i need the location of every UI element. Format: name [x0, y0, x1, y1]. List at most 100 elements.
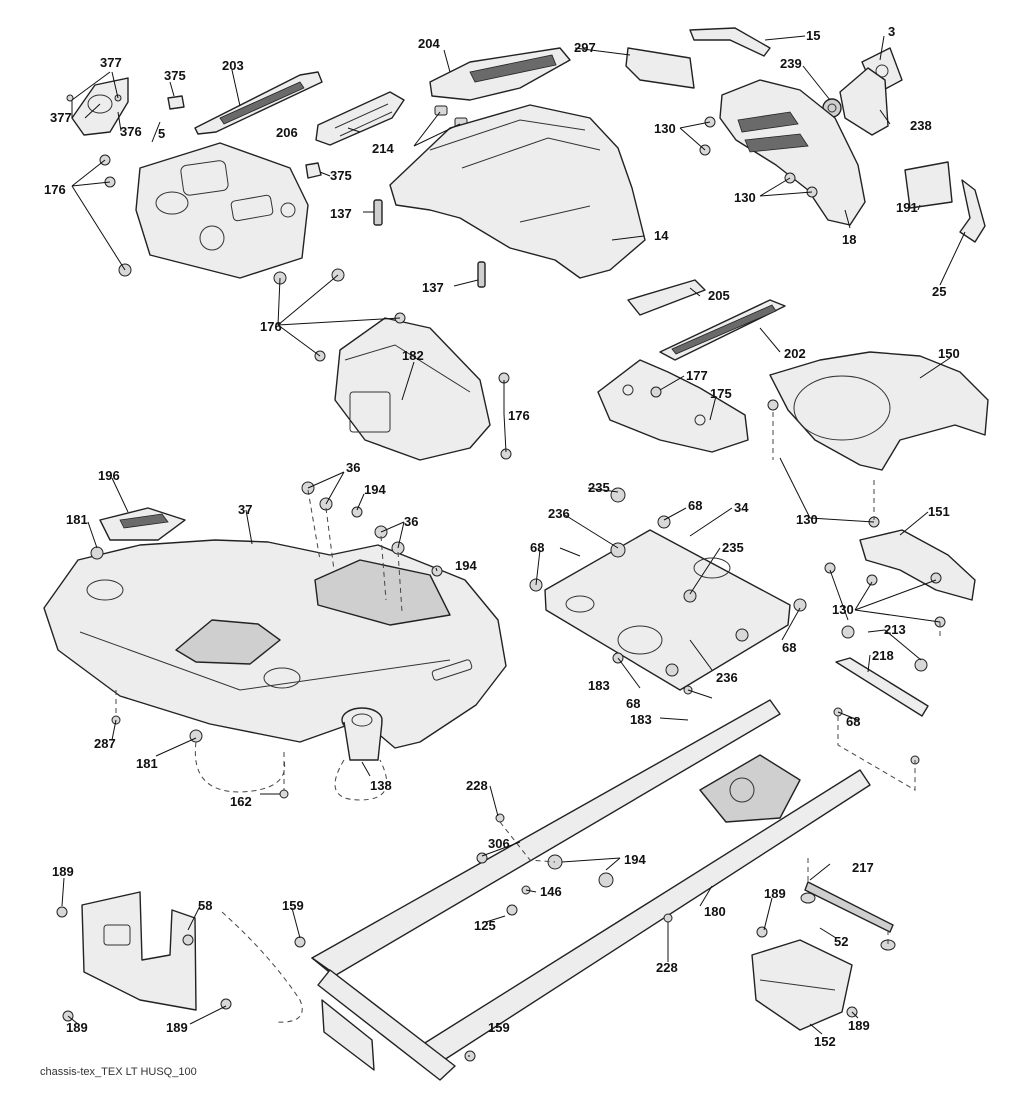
callout: 15	[806, 28, 820, 43]
part-plate-196	[99, 507, 186, 541]
callout: 36	[346, 460, 360, 475]
part-pan-150	[769, 351, 989, 471]
callout: 138	[370, 778, 392, 793]
part-bumper-18	[719, 79, 866, 226]
callout: 151	[928, 504, 950, 519]
part-curve-25	[959, 179, 986, 243]
callout: 239	[780, 56, 802, 71]
callout: 203	[222, 58, 244, 73]
callout: 202	[784, 346, 806, 361]
part-dash-panel-5	[135, 142, 309, 279]
callout: 14	[654, 228, 669, 243]
callout: 217	[852, 860, 874, 875]
callout: 68	[782, 640, 796, 655]
callout: 181	[136, 756, 158, 771]
callout: 159	[282, 898, 304, 913]
callout: 176	[260, 319, 282, 334]
part-block-191	[904, 161, 953, 209]
callout: 194	[455, 558, 477, 573]
part-vent-206	[315, 91, 405, 146]
part-frame-180	[311, 699, 871, 1081]
callout: 297	[574, 40, 596, 55]
callout: 377	[50, 110, 72, 125]
callout: 235	[722, 540, 744, 555]
callout: 182	[402, 348, 424, 363]
callout: 180	[704, 904, 726, 919]
callout: 376	[120, 124, 142, 139]
callout: 68	[688, 498, 702, 513]
callout: 68	[626, 696, 640, 711]
part-strip-15	[689, 27, 771, 57]
callout: 206	[276, 125, 298, 140]
part-bracket-58	[81, 891, 197, 1011]
callout: 183	[630, 712, 652, 727]
callout: 228	[656, 960, 678, 975]
callout: 189	[66, 1020, 88, 1035]
callout: 213	[884, 622, 906, 637]
callout: 37	[238, 502, 252, 517]
callout: 34	[734, 500, 749, 515]
callout: 189	[52, 864, 74, 879]
callout: 238	[910, 118, 932, 133]
callout: 214	[372, 141, 394, 156]
callout: 183	[588, 678, 610, 693]
part-shield-152	[751, 939, 853, 1031]
diagram-caption: chassis-tex_TEX LT HUSQ_100	[40, 1066, 197, 1078]
callout: 189	[166, 1020, 188, 1035]
part-bracket-151	[859, 529, 976, 601]
part-console-182	[334, 317, 491, 461]
callout: 68	[530, 540, 544, 555]
callout: 377	[100, 55, 122, 70]
callout: 236	[548, 506, 570, 521]
callout: 306	[488, 836, 510, 851]
part-rod-217	[800, 881, 896, 951]
callout: 5	[158, 126, 165, 141]
callout: 130	[796, 512, 818, 527]
callout: 177	[686, 368, 708, 383]
callout-labels: 377 375 203 204 297 15 3 239 377 376 5 2…	[44, 24, 960, 1049]
part-panel-238	[839, 67, 889, 136]
part-boot-138	[341, 707, 383, 761]
callout: 235	[588, 480, 610, 495]
callout: 146	[540, 884, 562, 899]
part-fender-37	[43, 539, 507, 749]
callout: 25	[932, 284, 946, 299]
part-bracket-377	[66, 77, 129, 136]
callout: 152	[814, 1034, 836, 1049]
part-clip-375	[167, 95, 322, 179]
callout: 52	[834, 934, 848, 949]
callout: 218	[872, 648, 894, 663]
callout: 375	[330, 168, 352, 183]
callout: 130	[654, 121, 676, 136]
callout: 162	[230, 794, 252, 809]
callout: 58	[198, 898, 212, 913]
callout: 204	[418, 36, 440, 51]
callout: 36	[404, 514, 418, 529]
callout: 205	[708, 288, 730, 303]
leader-lines	[61, 35, 966, 1057]
callout: 228	[466, 778, 488, 793]
callout: 137	[422, 280, 444, 295]
callout: 189	[848, 1018, 870, 1033]
callout: 189	[764, 886, 786, 901]
part-vent-204	[429, 47, 571, 101]
part-bracket-175	[597, 359, 749, 453]
callout: 150	[938, 346, 960, 361]
callout: 194	[364, 482, 386, 497]
part-bar-218	[835, 657, 929, 717]
callout: 196	[98, 468, 120, 483]
callout: 375	[164, 68, 186, 83]
callout: 125	[474, 918, 496, 933]
part-grille-202	[659, 299, 786, 361]
callout: 175	[710, 386, 732, 401]
callout: 130	[832, 602, 854, 617]
callout: 191	[896, 200, 918, 215]
part-hood-14	[389, 104, 646, 279]
callout: 176	[508, 408, 530, 423]
callout: 18	[842, 232, 856, 247]
callout: 68	[846, 714, 860, 729]
callout: 137	[330, 206, 352, 221]
part-block-297	[625, 47, 695, 89]
callout: 3	[888, 24, 895, 39]
